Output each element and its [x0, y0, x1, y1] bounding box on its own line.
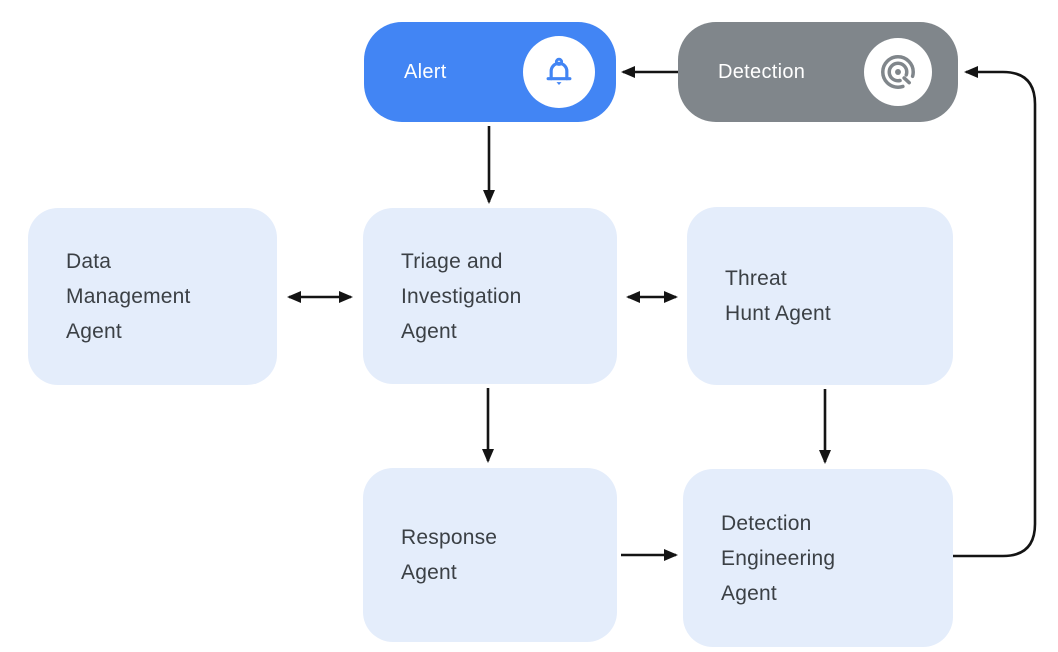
spiral-target-icon — [864, 38, 932, 106]
node-label-line: Investigation — [401, 284, 522, 308]
arrow-detection-engineering-to-detection-loop — [953, 66, 1037, 558]
node-label-line: Agent — [401, 561, 457, 584]
node-response-agent: Response Agent — [363, 468, 617, 642]
node-label-line: Hunt Agent — [725, 302, 831, 325]
detection-label: Detection — [718, 60, 806, 83]
node-triage-investigation-agent: Triage and Investigation Agent — [363, 208, 617, 384]
node-label-line: Triage and — [401, 249, 503, 273]
node-label-line: Response — [401, 526, 498, 549]
node-data-management-agent: Data Management Agent — [28, 208, 277, 385]
node-label-line: Detection — [721, 511, 812, 535]
node-alert: Alert — [364, 22, 616, 122]
node-label-line: Data — [66, 250, 112, 273]
bell-icon — [523, 36, 595, 108]
node-label-line: Agent — [66, 320, 122, 343]
node-detection: Detection — [678, 22, 958, 122]
node-threat-hunt-agent: Threat Hunt Agent — [687, 207, 953, 385]
node-label-line: Threat — [725, 267, 787, 290]
node-detection-engineering-agent: Detection Engineering Agent — [683, 469, 953, 647]
node-label-line: Agent — [401, 319, 457, 343]
node-label-line: Engineering — [721, 546, 836, 570]
node-label-line: Agent — [721, 581, 777, 605]
node-label-line: Management — [66, 285, 191, 308]
alert-label: Alert — [404, 60, 447, 83]
